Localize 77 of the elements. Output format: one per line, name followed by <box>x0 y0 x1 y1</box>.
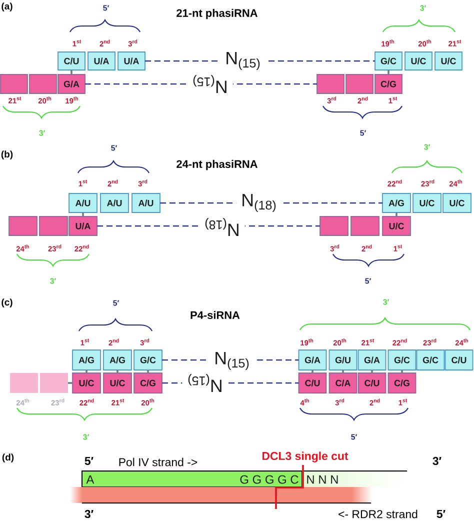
connector-line <box>401 370 403 373</box>
nucleotide-box: U/C <box>434 52 462 70</box>
nucleotide-box: U/C <box>382 216 411 236</box>
panel-letter: (a) <box>2 2 12 12</box>
connector-line <box>388 70 390 74</box>
nucleotide-box: G/C <box>134 350 162 370</box>
edge-label: N$_{(15)}$ <box>209 350 255 372</box>
end-label: 5′ <box>84 457 94 465</box>
connector-line <box>70 70 72 74</box>
strand-bar <box>70 487 372 504</box>
strand-label: Pol IV strand -> <box>119 458 198 466</box>
connector-line <box>82 212 84 216</box>
nucleotide-box: G/U <box>328 350 358 370</box>
nucleotide-box: C/G <box>134 372 162 394</box>
nucleotide-box: A/G <box>72 350 101 370</box>
connector-line <box>116 370 118 373</box>
nucleotide-box: G/C <box>388 350 416 370</box>
nucleotide-box: A/U <box>100 193 129 213</box>
nucleotide-box: U/C <box>404 52 432 70</box>
nucleotide-box <box>40 373 68 393</box>
strand-bar: N N N <box>302 470 408 484</box>
nucleotide-box: G/A <box>298 350 327 370</box>
edge-label: N$_{(15)}$ <box>182 372 228 394</box>
nucleotide-box: U/A <box>118 52 146 70</box>
nucleotide-box: C/U <box>58 52 86 70</box>
nucleotide-box <box>346 74 374 94</box>
nucleotide-box <box>29 74 57 94</box>
end-label: 5′ <box>436 510 446 518</box>
edge-label: N$_{(15)}$ <box>220 50 266 72</box>
nucleotide-box: G/A <box>358 350 386 370</box>
nucleotide-box: C/G <box>374 74 402 94</box>
connector-line <box>396 212 398 216</box>
nucleotide-box <box>316 74 344 94</box>
connector-line <box>312 370 314 373</box>
strand-label: <- RDR2 strand <box>338 510 418 518</box>
nucleotide-box: U/A <box>88 52 116 70</box>
end-label: 3′ <box>432 456 442 466</box>
nucleotide-box: C/G <box>388 372 416 394</box>
nucleotide-box <box>320 216 348 236</box>
connector-line <box>371 370 373 373</box>
nucleotide-box <box>0 74 28 94</box>
cut-label: DCL3 single cut <box>262 452 348 462</box>
nucleotide-box <box>8 216 38 236</box>
nucleotide-box: C/U <box>298 372 327 394</box>
panel-title: P4-siRNA <box>190 310 240 320</box>
connector-line <box>68 382 72 384</box>
nucleotide-box: C/U <box>444 350 474 370</box>
connector-line <box>342 370 344 373</box>
nucleotide-box: A/G <box>382 193 411 213</box>
panel-title: 21-nt phasiRNA <box>176 8 258 20</box>
panel-title: 24-nt phasiRNA <box>176 160 258 170</box>
panel-letter: (d) <box>2 454 14 462</box>
nucleotide-box: U/C <box>412 193 442 213</box>
nucleotide-box: G/A <box>58 74 86 94</box>
panel-letter: (c) <box>2 298 12 308</box>
nucleotide-box <box>10 373 38 393</box>
nucleotide-box: G/C <box>374 52 402 70</box>
nucleotide-box <box>350 216 380 236</box>
nucleotide-box: U/A <box>68 216 98 236</box>
nucleotide-box: C/A <box>328 372 358 394</box>
connector-line <box>86 370 88 373</box>
nucleotide-box: U/C <box>72 372 101 394</box>
nucleotide-box <box>39 216 68 236</box>
edge-label: N$_{(18)}$ <box>199 216 245 238</box>
connector-line <box>147 370 149 373</box>
edge-label: N$_{(18)}$ <box>236 192 282 214</box>
end-label: 3′ <box>84 510 94 518</box>
nucleotide-box: A/U <box>68 193 98 213</box>
nucleotide-box: A/U <box>132 193 160 213</box>
nucleotide-box: U/C <box>442 193 472 213</box>
nucleotide-box: A/G <box>103 350 132 370</box>
nucleotide-box: C/U <box>358 372 386 394</box>
nucleotide-box: G/C <box>416 350 445 370</box>
panel-letter: (b) <box>1 150 13 160</box>
edge-label: N$_{(15)}$ <box>187 74 233 94</box>
strand-bar: A G G G G C <box>82 470 302 488</box>
nucleotide-box: U/C <box>103 372 132 394</box>
